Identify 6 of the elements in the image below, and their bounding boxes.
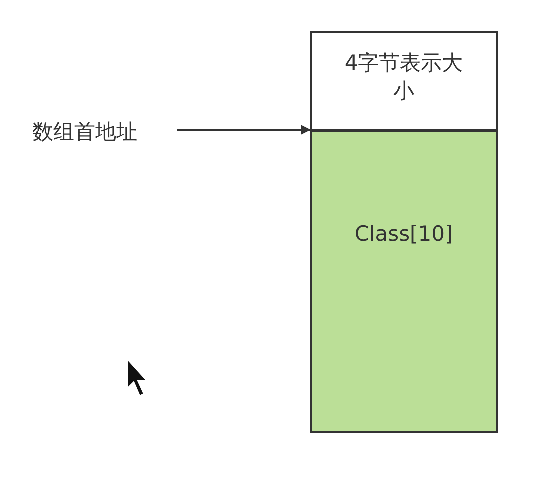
box-text: Class[10] bbox=[354, 221, 454, 248]
body-box bbox=[310, 130, 498, 433]
pointer-label: 数组首地址 bbox=[32, 119, 138, 146]
arrow bbox=[177, 125, 311, 135]
box-text: 4字节表示大小 bbox=[344, 50, 464, 105]
header-box bbox=[310, 31, 498, 131]
